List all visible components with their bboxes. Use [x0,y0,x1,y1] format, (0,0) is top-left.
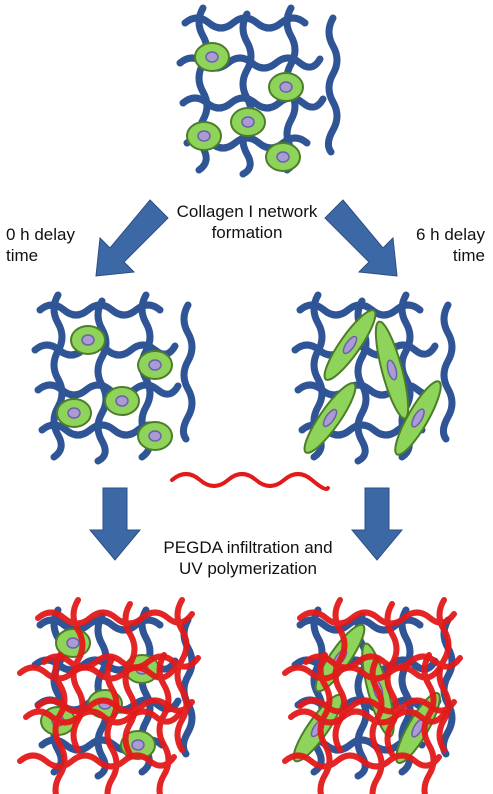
arrow-down-left [95,199,169,277]
cell-top-1 [194,42,230,72]
pegda-infiltration-label: PEGDA infiltration and UV polymerization [128,537,368,579]
spread-cell-mid-2 [374,320,410,420]
cell-mid-left-5 [137,421,173,451]
spread-cell-mid-1 [323,309,377,381]
delay-0h-line2: time [6,246,39,265]
cell-top-4 [186,121,222,151]
cell-top-2 [268,72,304,102]
pegda-infiltration-line2: UV polymerization [179,559,317,578]
delay-6h-label: 6 h delay time [390,224,485,266]
cell-mid-left-2 [137,350,173,380]
cell-mid-left-3 [104,386,140,416]
network-top [180,8,337,174]
network-bottom-right [285,600,460,794]
collagen-formation-line2: formation [211,223,283,242]
delay-0h-line1: 0 h delay [6,225,75,244]
delay-6h-line1: 6 h delay [416,225,485,244]
arrow-down-right-vertical [350,487,404,561]
collagen-formation-label: Collagen I network formation [138,201,356,243]
network-bottom-left [20,600,198,794]
delay-6h-line2: time [452,246,485,265]
delay-0h-label: 0 h delay time [6,224,75,266]
network-middle-left [35,295,192,461]
spread-cell-mid-3 [303,382,357,454]
cell-mid-left-1 [70,325,106,355]
network-middle-right [295,295,452,461]
cell-top-3 [230,107,266,137]
cell-top-5 [265,142,301,172]
arrow-down-right [324,199,398,277]
cell-mid-left-4 [56,398,92,428]
pegda-chain [170,472,330,491]
pegda-infiltration-line1: PEGDA infiltration and [163,538,333,557]
arrow-down-left-vertical [88,487,142,561]
spread-cell-mid-4 [394,380,442,456]
collagen-formation-line1: Collagen I network [176,202,318,221]
